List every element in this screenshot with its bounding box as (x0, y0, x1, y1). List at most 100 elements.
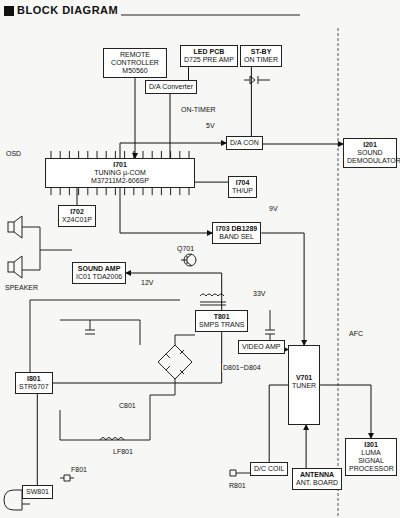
title-bullet (4, 6, 14, 16)
node-heading: I703 DB1289 (216, 225, 257, 233)
chip-pin (97, 188, 98, 195)
title-rule (118, 15, 300, 16)
node-heading: REMOTE CONTROLLER M50560 (107, 51, 163, 75)
node-heading: SW801 (26, 488, 49, 496)
eeprom-chip: I702X24C01P (58, 205, 96, 227)
signal-name: OSD (5, 150, 22, 158)
chip-pin (69, 188, 70, 195)
node-text: X24C01P (62, 216, 92, 224)
node-text: IC01 TDA2006 (76, 273, 122, 281)
node-heading: I702 (62, 208, 92, 216)
part-label: 33V (252, 290, 266, 298)
chip-pin (170, 188, 171, 195)
chip-pin (189, 151, 190, 158)
degauss-coil-box: D/C COIL (250, 462, 288, 476)
ic-box: I704TH/UP (228, 176, 257, 198)
signal-wire (306, 425, 307, 468)
part-label: 5V (205, 122, 216, 130)
chip-pin (69, 151, 70, 158)
signal-wire (170, 94, 171, 158)
chip-pin (133, 151, 134, 158)
sound-amp-ic: SOUND AMPIC01 TDA2006 (72, 262, 126, 284)
node-heading: D/C COIL (254, 465, 284, 473)
part-label: R801 (228, 482, 247, 490)
signal-wire (120, 143, 226, 158)
node-text: STR6707 (19, 383, 49, 391)
smps-transformer: T801SMPS TRANS (195, 310, 248, 332)
node-heading: ST-BY (244, 48, 278, 56)
part-label: 9V (268, 205, 279, 213)
signal-wire (261, 233, 304, 345)
chip-pin (115, 151, 116, 158)
chip-pin (87, 151, 88, 158)
node-heading: ANTENNA (296, 471, 338, 479)
antenna-board: ANTENNAANT. BOARD (292, 468, 342, 490)
signal-wire (188, 67, 189, 80)
signal-wire (77, 188, 78, 205)
node-heading: SOUND AMP (76, 265, 122, 273)
node-text: LUMA SIGNAL PROCESSOR (349, 449, 393, 473)
power-wiring (30, 300, 275, 481)
node-text: ANT. BOARD (296, 479, 338, 487)
chip-pin (161, 151, 162, 158)
chip-pin (152, 188, 153, 195)
node-heading: D/A Converter (149, 83, 193, 91)
node-heading: VIDEO AMP (242, 343, 281, 351)
node-text: BAND SEL (216, 233, 257, 241)
chip-pin (78, 188, 79, 195)
node-text: SOUND DEMODULATOR (347, 149, 393, 165)
led-pcb-box: LED PCBD725 PRE AMP (180, 45, 238, 67)
part-label: D801~D804 (222, 364, 262, 372)
chip-pin (143, 151, 144, 158)
part-label: SPEAKER (4, 284, 39, 292)
chip-pin (51, 188, 52, 195)
chip-pin (115, 188, 116, 195)
sound-demodulator-ic: I201SOUND DEMODULATOR (343, 138, 397, 168)
chip-pin (97, 151, 98, 158)
signal-wire (135, 78, 136, 158)
node-text: M37211M2-606SP (49, 177, 191, 185)
node-heading: T801 (199, 313, 244, 321)
chip-pin (106, 151, 107, 158)
node-text: TUNER (292, 382, 316, 390)
chip-pin (152, 151, 153, 158)
signal-wire (37, 394, 38, 485)
band-select-ic: I703 DB1289BAND SEL (212, 222, 261, 244)
node-text: SMPS TRANS (199, 321, 244, 329)
chip-pin (60, 188, 61, 195)
da-converter-box: D/A CON (226, 136, 263, 150)
node-heading: V701 (292, 374, 316, 382)
node-heading: D/A CON (230, 139, 259, 147)
remote-controller-box: REMOTE CONTROLLER M50560 (103, 48, 167, 78)
node-heading: I801 (19, 375, 49, 383)
diagram-title: BLOCK DIAGRAM (17, 4, 121, 16)
chip-pin (189, 188, 190, 195)
node-heading: I701 (49, 161, 191, 169)
video-amp-box: VIDEO AMP (238, 340, 285, 354)
part-label: ON-TIMER (180, 106, 217, 114)
tuner-box: V701TUNER (288, 345, 320, 425)
transistor-symbol (181, 254, 196, 266)
chip-pin (179, 151, 180, 158)
chip-pin (87, 188, 88, 195)
node-text: TUNING µ-COM (49, 169, 191, 177)
chip-pin (106, 188, 107, 195)
signal-wire (120, 188, 212, 233)
chip-pin (124, 151, 125, 158)
signal-wire (195, 182, 228, 183)
chip-pin (161, 188, 162, 195)
part-label: F801 (70, 466, 88, 474)
signal-wire (126, 273, 222, 310)
chip-pin (143, 188, 144, 195)
signal-wire (320, 385, 371, 438)
signal-wire (269, 385, 288, 462)
chip-pin (179, 188, 180, 195)
da-converter-box: D/A Converter (145, 80, 197, 94)
node-text: D725 PRE AMP (184, 56, 234, 64)
led-indicator-box: ST-BYON TIMER (240, 45, 282, 67)
node-heading: I704 (232, 179, 253, 187)
chip-pin (124, 188, 125, 195)
part-label: LF801 (112, 448, 134, 456)
